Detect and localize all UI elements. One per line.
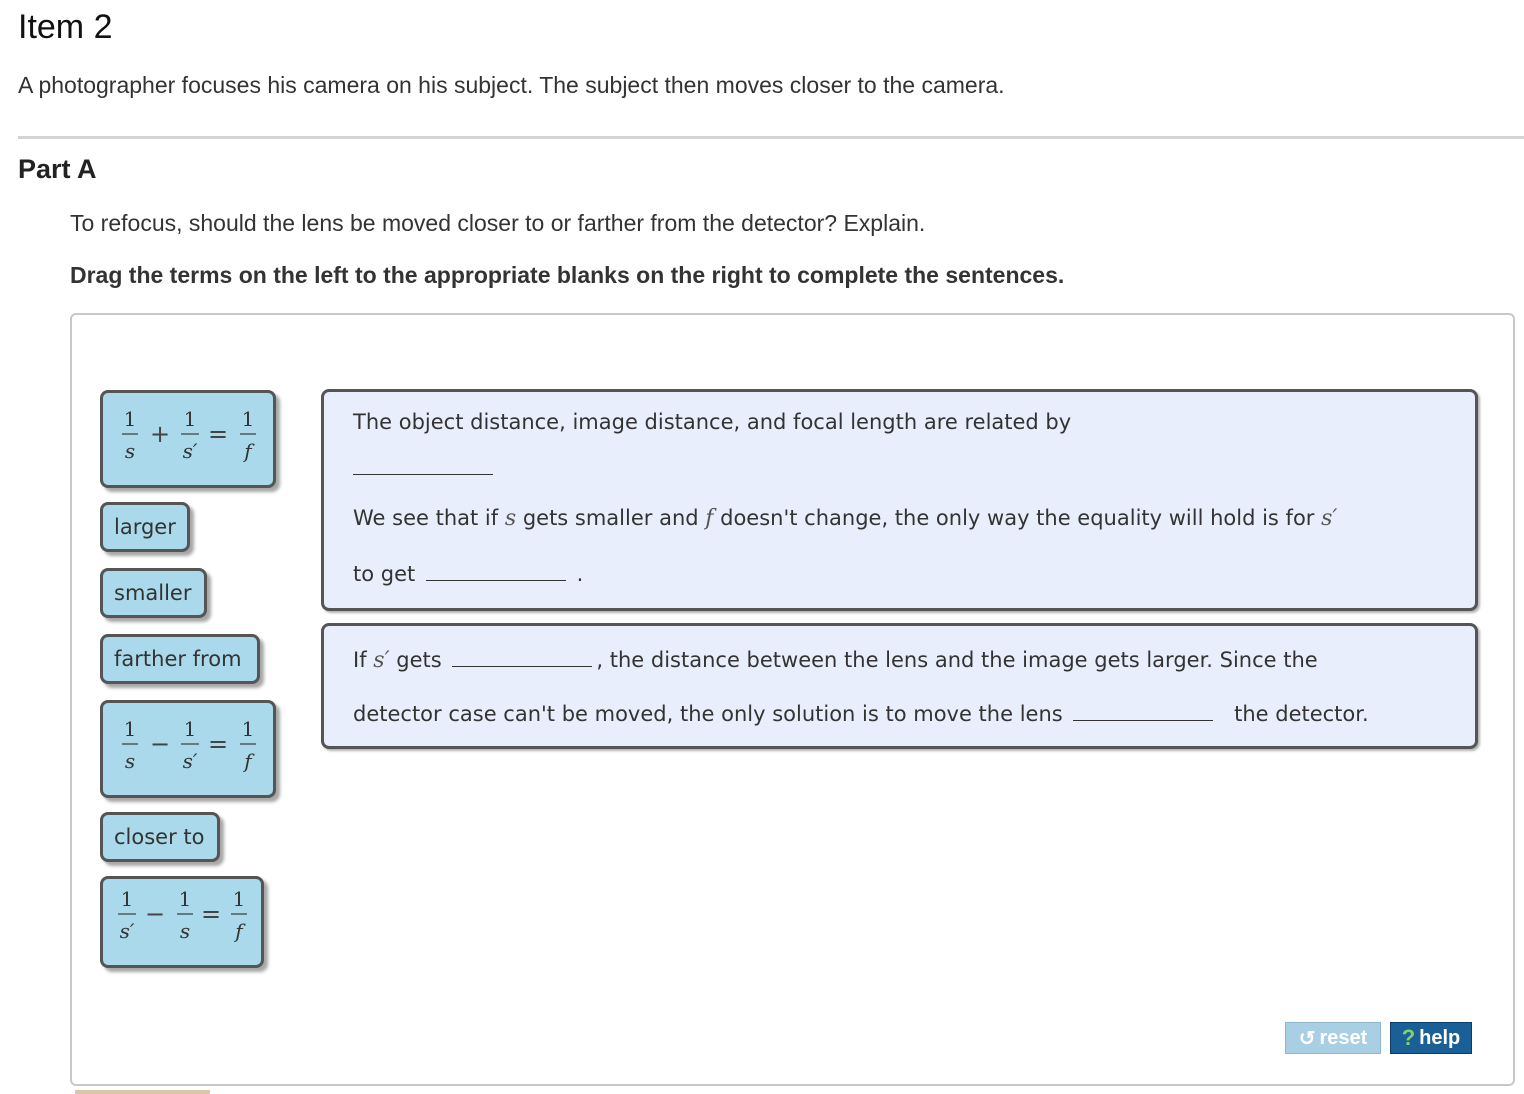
equation-numerator: 1 [121,887,134,911]
equation-numerator: 1 [242,717,255,741]
equation-denominator: f [242,439,255,463]
sentence-box-2: If s′ gets , the distance between the le… [321,623,1478,749]
sentence-text: , the distance between the lens and the … [596,648,1318,672]
term-equation-reverse-difference[interactable]: 1 s′ − 1 s = 1 f [100,876,264,968]
equation-denominator: s [180,919,190,943]
instruction-text: Drag the terms on the left to the approp… [70,262,1065,288]
help-button[interactable]: ? help [1390,1022,1472,1054]
math-variable: s′ [373,648,390,673]
reset-icon: ↺ [1298,1027,1316,1050]
divider [18,136,1524,139]
equation-denominator: s′ [183,749,198,773]
term-closer-to[interactable]: closer to [100,812,220,862]
term-larger[interactable]: larger [100,502,190,552]
part-title: Part A [18,154,97,184]
equation-denominator: s′ [120,919,135,943]
item-title: Item 2 [18,8,113,46]
sentence-box-1: The object distance, image distance, and… [321,389,1478,611]
equation-denominator: s′ [183,439,198,463]
item-intro-text: A photographer focuses his camera on his… [18,72,1005,98]
sentence-text: detector case can't be moved, the only s… [353,702,1063,726]
drop-blank[interactable] [353,454,493,475]
equation-operator: − [150,730,170,758]
equation-numerator: 1 [233,887,246,911]
sentence-text: The object distance, image distance, and… [353,410,1072,434]
equation-numerator: 1 [179,887,192,911]
term-smaller[interactable]: smaller [100,568,207,618]
equation-denominator: s [125,749,135,773]
sentence-text: If [353,648,367,672]
term-label: closer to [114,825,205,849]
svg-text:=: = [208,420,228,448]
term-label: smaller [114,581,192,605]
sentence-text: . [576,562,584,586]
sentence-text: the detector. [1234,702,1369,726]
sentence-text: gets [396,648,442,672]
math-variable: s [504,506,517,531]
equation-numerator: 1 [184,407,197,431]
drop-blank[interactable] [425,560,566,581]
help-label: help [1419,1026,1461,1049]
equation-operator: + [150,420,170,448]
sentence-text: doesn't change, the only way the equalit… [720,506,1315,530]
question-text: To refocus, should the lens be moved clo… [70,210,926,236]
term-label: larger [114,515,176,539]
svg-text:=: = [201,900,221,928]
equation-numerator: 1 [242,407,255,431]
equation-denominator: f [233,919,246,943]
equation-numerator: 1 [124,407,137,431]
bottom-edge-tab [75,1090,210,1094]
sentence-text: to get [353,562,416,586]
sentence-text: gets smaller and [522,506,699,530]
term-equation-difference[interactable]: 1 s − 1 s′ = 1 f [100,700,276,798]
reset-label: reset [1319,1026,1368,1049]
drop-blank[interactable] [452,646,593,667]
equation-numerator: 1 [124,717,137,741]
svg-text:=: = [208,730,228,758]
term-farther-from[interactable]: farther from [100,634,260,684]
term-label: farther from [114,647,242,671]
term-equation-sum[interactable]: 1 s + 1 s′ = 1 f [100,390,276,488]
equation-numerator: 1 [184,717,197,741]
math-variable: s′ [1321,506,1338,531]
drop-blank[interactable] [1073,700,1214,721]
math-variable: f [705,506,714,531]
equation-operator: − [145,900,165,928]
reset-button[interactable]: ↺ reset [1285,1022,1381,1054]
help-icon: ? [1401,1025,1416,1050]
equation-denominator: s [125,439,135,463]
equation-denominator: f [242,749,255,773]
sentence-text: We see that if [353,506,499,530]
